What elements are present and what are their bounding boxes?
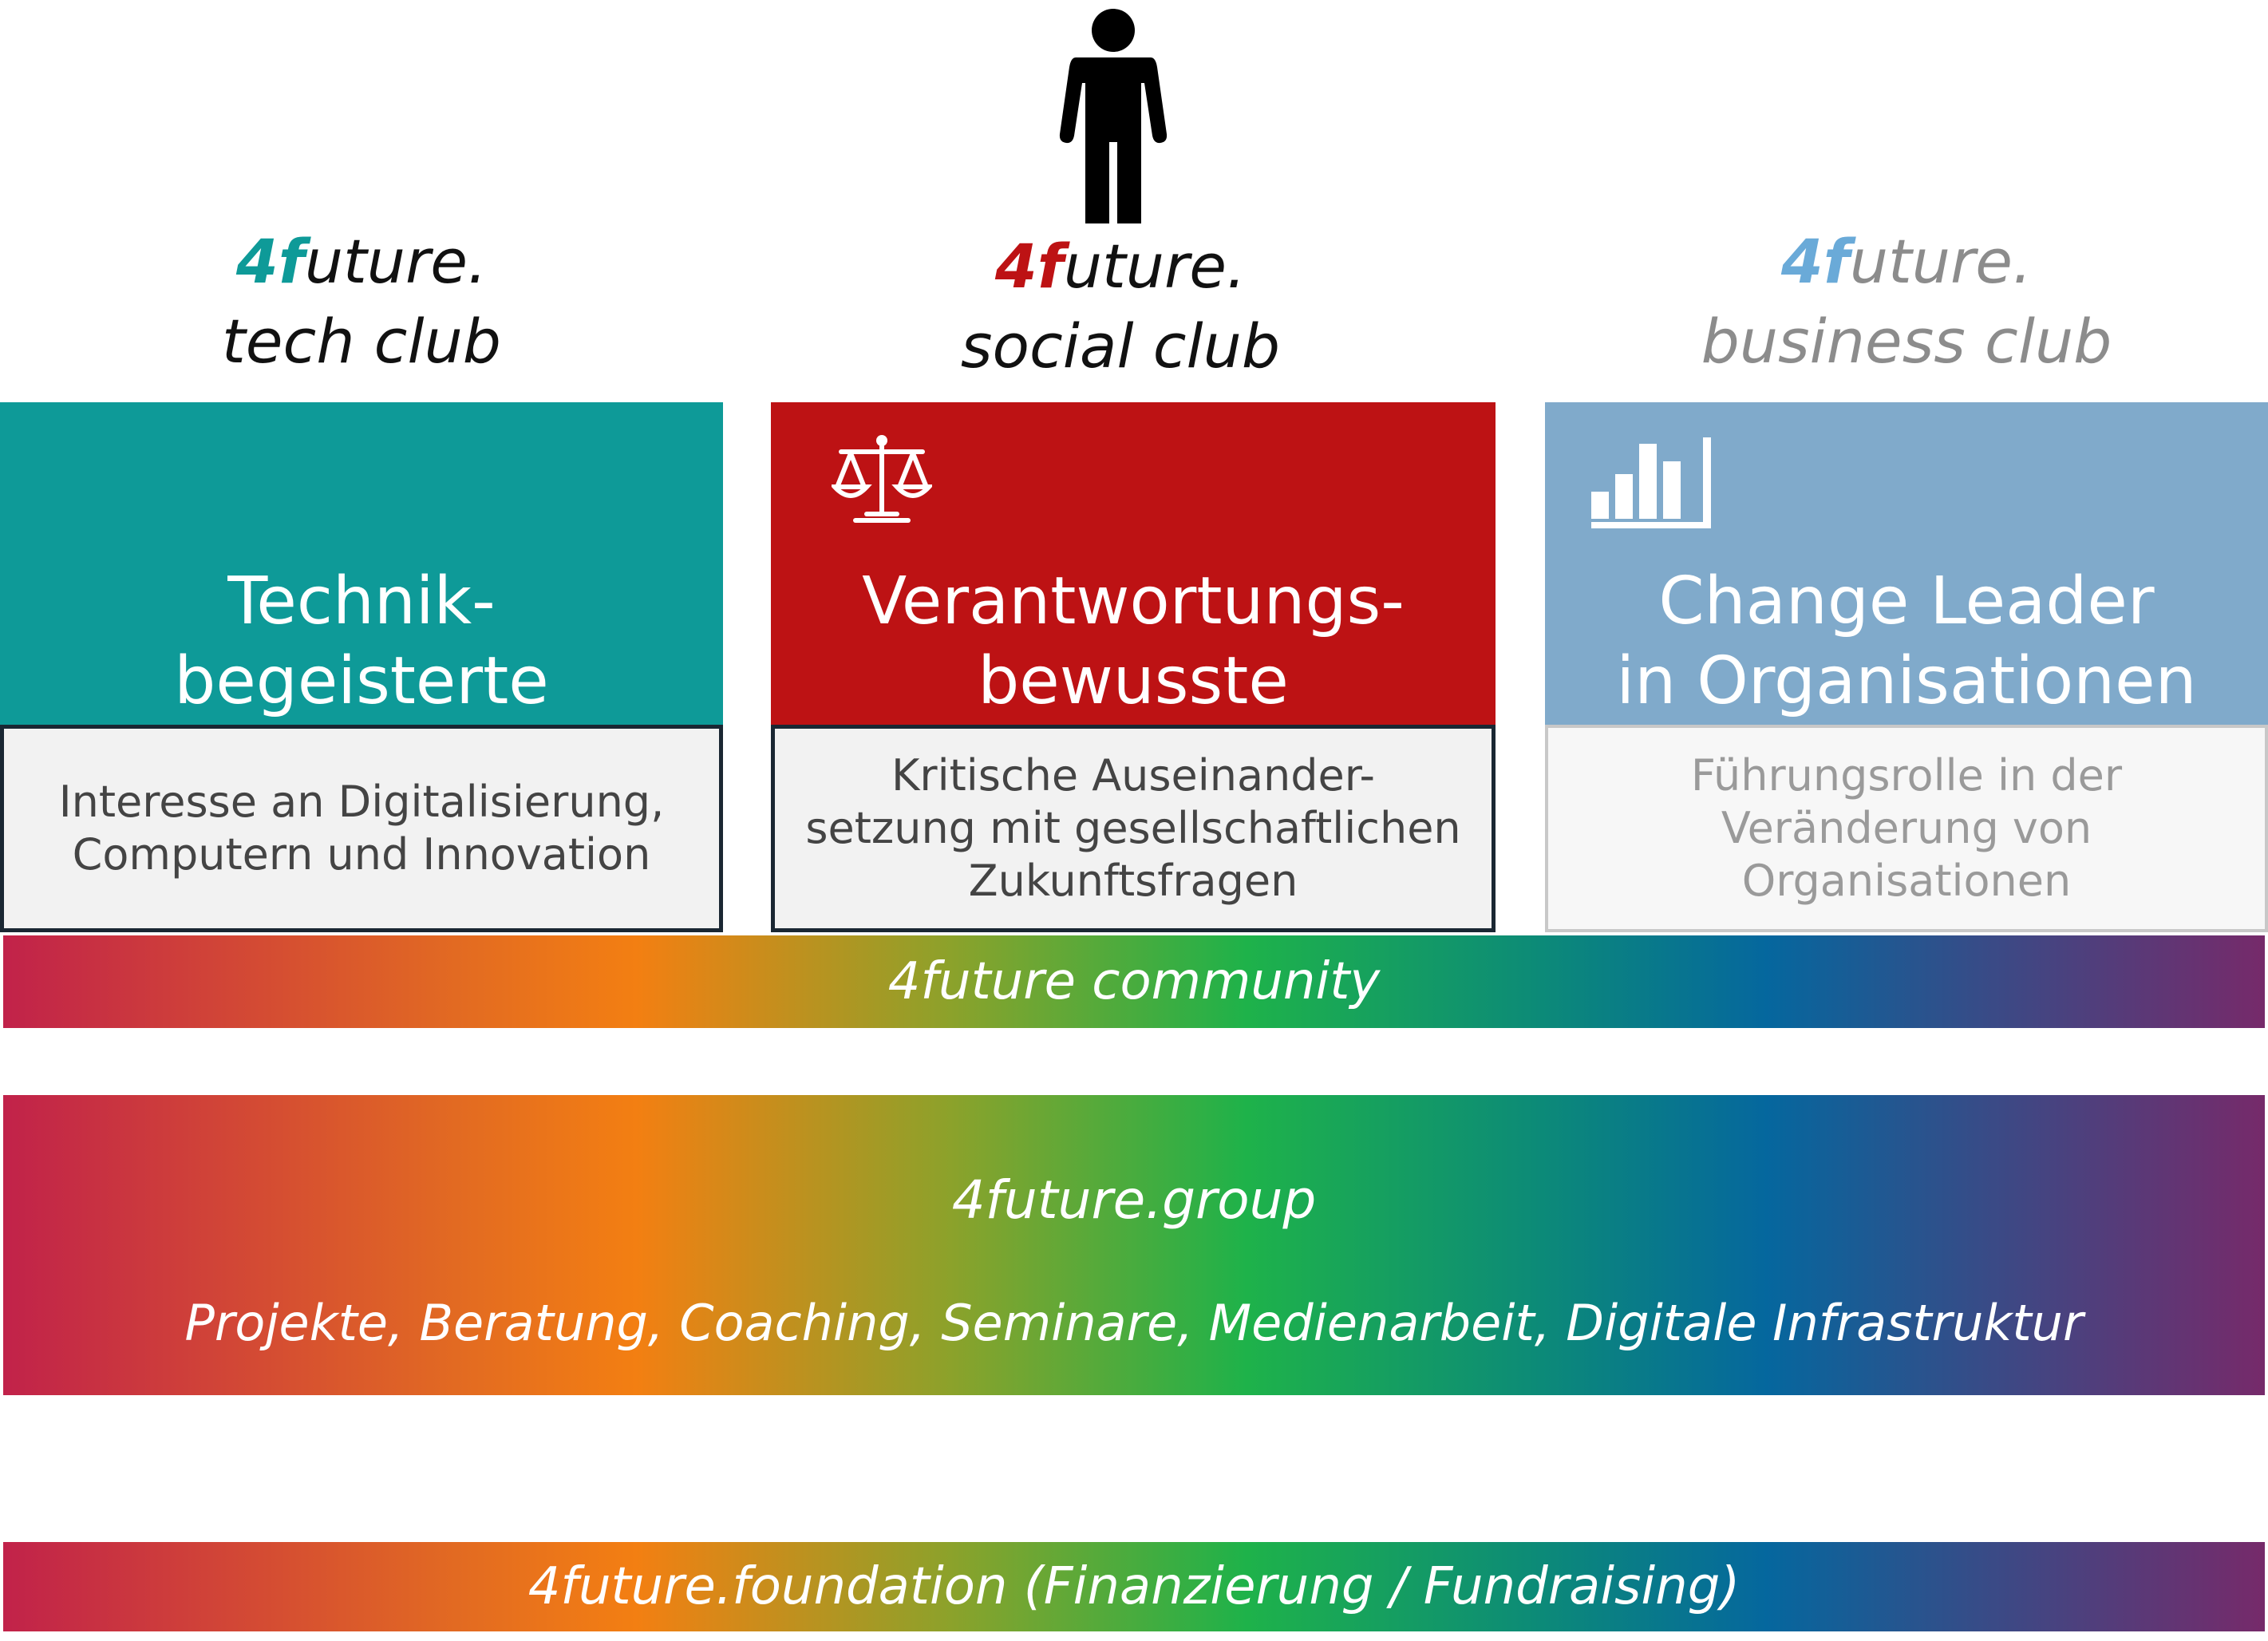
tech-club-brand-rest: uture. [304, 226, 488, 297]
business-club-brand-rest: uture. [1849, 226, 2033, 297]
bar-chart-icon [1591, 437, 1711, 528]
social-club-brand-rest: uture. [1063, 231, 1247, 302]
business-club-box: Change Leader in Organisationen [1545, 402, 2268, 725]
foundation-band: 4future.foundation (Finanzierung / Fundr… [3, 1542, 2265, 1631]
scales-icon [832, 435, 932, 523]
group-title: 4future.group [951, 1169, 1317, 1231]
business-club-title: 4future. business club [1587, 222, 2226, 382]
business-club-heading: Change Leader in Organisationen [1616, 563, 2197, 719]
social-club-heading: Verantwortungs- bewusste [862, 563, 1405, 719]
group-band: 4future.group Projekte, Beratung, Coachi… [3, 1095, 2265, 1395]
community-label: 4future community [887, 952, 1381, 1011]
tech-club-box: Technik- begeisterte [0, 402, 723, 725]
tech-club-heading: Technik- begeisterte [174, 563, 549, 719]
tech-club-title: 4future. tech club [42, 222, 681, 382]
business-club-brand-number: 4f [1780, 226, 1850, 297]
social-club-box: Verantwortungs- bewusste [771, 402, 1496, 725]
person-icon [1059, 9, 1168, 223]
social-club-title: 4future. social club [801, 227, 1440, 386]
foundation-label: 4future.foundation (Finanzierung / Fundr… [527, 1557, 1741, 1616]
tech-club-brand-number: 4f [235, 226, 305, 297]
social-club-name: social club [960, 310, 1281, 382]
tech-club-description: Interesse an Digitalisierung, Computern … [0, 725, 723, 932]
business-club-name: business club [1701, 306, 2112, 377]
group-services: Projekte, Beratung, Coaching, Seminare, … [184, 1294, 2084, 1352]
tech-club-name: tech club [222, 306, 501, 377]
social-club-description: Kritische Auseinander- setzung mit gesel… [771, 725, 1496, 932]
community-band: 4future community [3, 935, 2265, 1028]
social-club-brand-number: 4f [994, 231, 1064, 302]
business-club-description: Führungsrolle in der Veränderung von Org… [1545, 725, 2268, 932]
